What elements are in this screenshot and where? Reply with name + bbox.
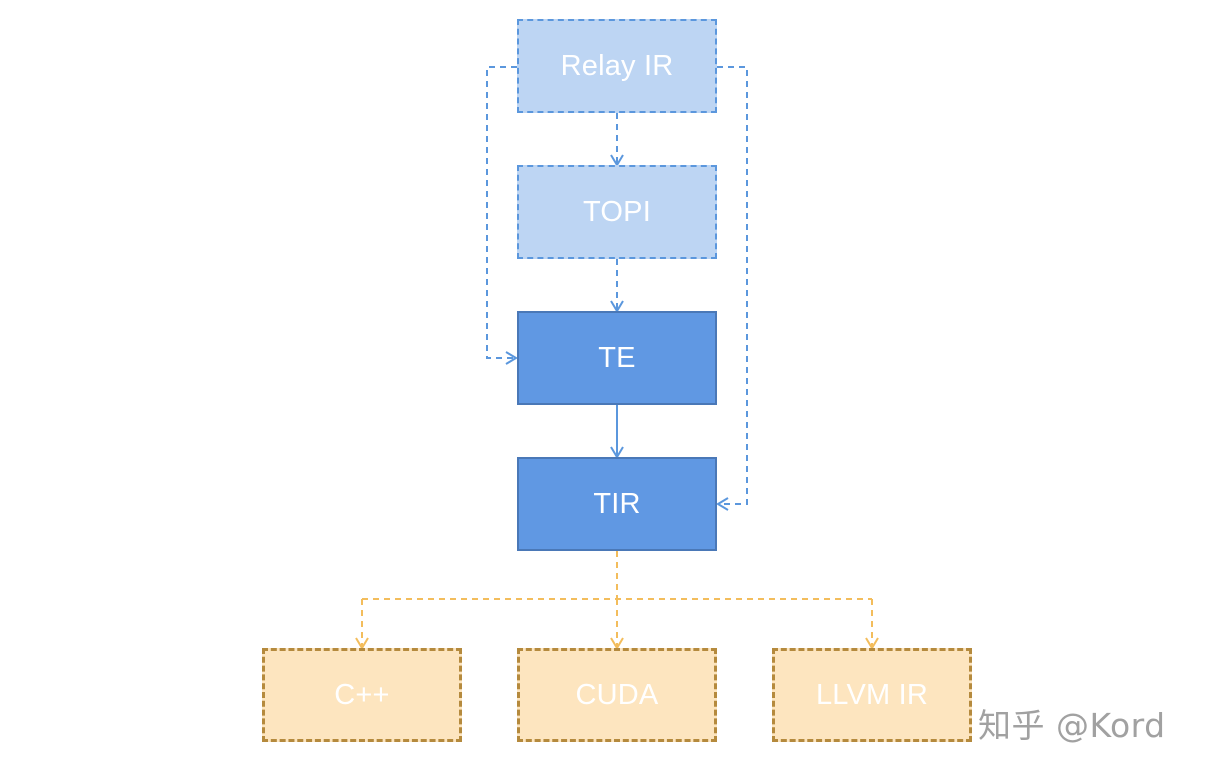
node-te-label: TE bbox=[598, 341, 636, 374]
node-cuda: CUDA bbox=[517, 648, 717, 742]
node-tir: TIR bbox=[517, 457, 717, 551]
edge-relay-ir-to-te bbox=[486, 66, 518, 365]
node-cpp: C++ bbox=[262, 648, 462, 742]
node-relay-ir: Relay IR bbox=[517, 19, 717, 113]
node-te: TE bbox=[517, 311, 717, 405]
node-llvm-ir: LLVM IR bbox=[772, 648, 972, 742]
node-tir-label: TIR bbox=[593, 487, 641, 520]
node-topi: TOPI bbox=[517, 165, 717, 259]
node-relay-ir-label: Relay IR bbox=[560, 49, 674, 82]
edge-relay-ir-to-tir bbox=[716, 66, 748, 511]
watermark-zhihu-kord: 知乎 @Kord bbox=[978, 706, 1166, 745]
node-cpp-label: C++ bbox=[334, 678, 390, 711]
node-llvm-ir-label: LLVM IR bbox=[815, 678, 929, 711]
node-topi-label: TOPI bbox=[583, 195, 651, 228]
node-cuda-label: CUDA bbox=[575, 678, 659, 711]
